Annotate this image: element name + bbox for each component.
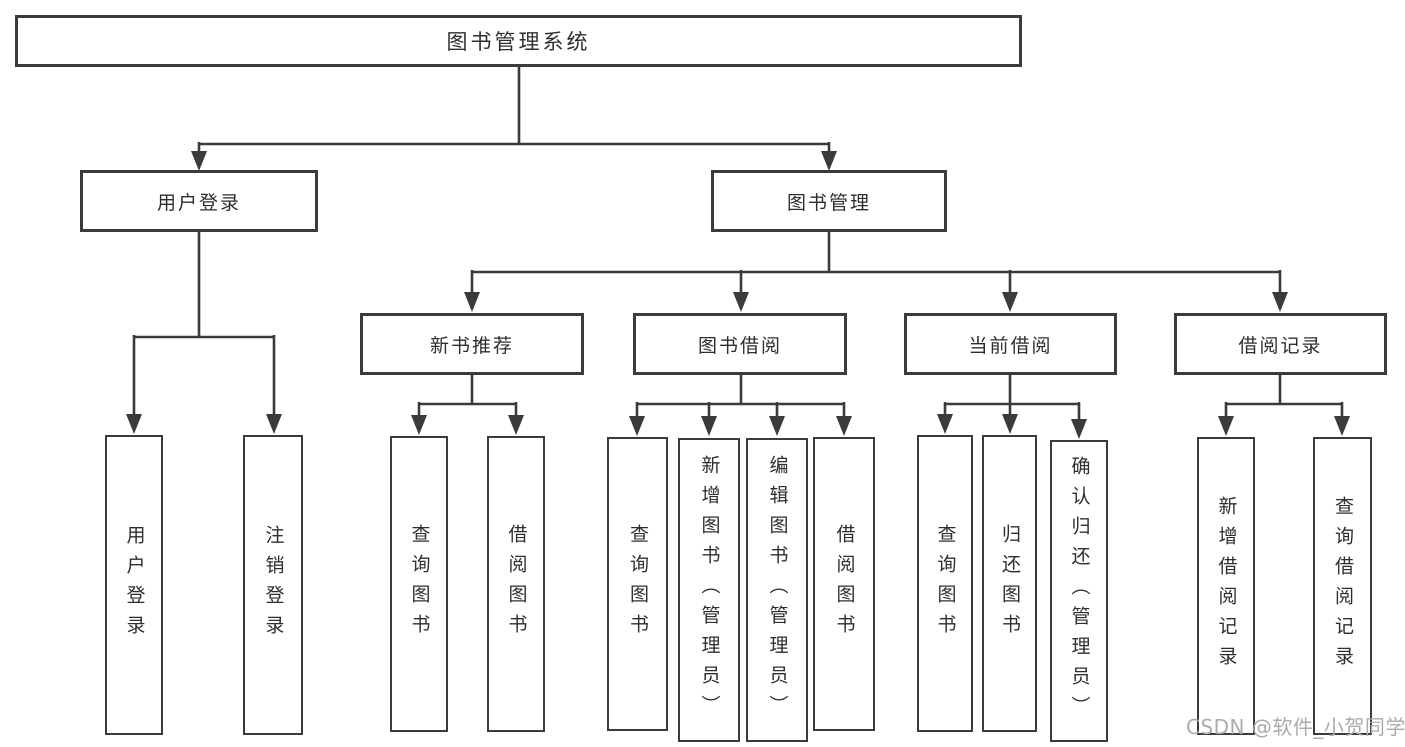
leaf-query-books-borrowing: 查询图书 bbox=[607, 437, 668, 731]
leaf-query-books-recommend: 查询图书 bbox=[390, 436, 448, 732]
arrowhead-icon bbox=[191, 151, 207, 171]
arrowhead-icon bbox=[937, 414, 953, 434]
node-book-borrowing: 图书借阅 bbox=[633, 313, 847, 375]
arrowhead-icon bbox=[701, 416, 717, 436]
arrowhead-icon bbox=[1272, 292, 1288, 312]
connector-book-borrowing-to-leaves bbox=[635, 375, 846, 418]
leaf-return-books: 归还图书 bbox=[982, 435, 1037, 732]
arrowhead-icon bbox=[411, 415, 427, 435]
node-book-management: 图书管理 bbox=[711, 170, 947, 232]
node-label: 新书推荐 bbox=[429, 334, 514, 357]
leaf-label: 归还图书 bbox=[999, 523, 1021, 644]
leaf-label: 借阅图书 bbox=[505, 524, 528, 644]
watermark-text: CSDN @软件_小贺同学 bbox=[1186, 715, 1405, 739]
leaf-borrow-books-borrowing: 借阅图书 bbox=[813, 437, 875, 731]
leaf-borrow-books-recommend: 借阅图书 bbox=[487, 436, 545, 732]
node-label: 图书管理 bbox=[786, 191, 871, 214]
arrowhead-icon bbox=[836, 416, 852, 436]
node-current-borrowing: 当前借阅 bbox=[904, 313, 1117, 375]
arrowhead-icon bbox=[1002, 292, 1018, 312]
node-label: 图书管理系统 bbox=[446, 30, 591, 54]
arrowhead-icon bbox=[1071, 419, 1087, 439]
node-label: 用户登录 bbox=[156, 191, 241, 214]
leaf-edit-book-admin: 编辑图书（管理员） bbox=[746, 438, 808, 742]
arrowhead-icon bbox=[629, 416, 645, 436]
leaf-logout: 注销登录 bbox=[243, 435, 303, 735]
leaf-label: 查询借阅记录 bbox=[1332, 496, 1354, 676]
node-label: 当前借阅 bbox=[968, 334, 1053, 357]
node-label: 借阅记录 bbox=[1238, 334, 1323, 357]
arrowhead-icon bbox=[1334, 416, 1350, 436]
connector-new-book-recommend-to-leaves bbox=[417, 375, 518, 417]
leaf-label: 确认归还（管理员） bbox=[1068, 456, 1091, 726]
connector-root-to-level2 bbox=[197, 67, 831, 154]
connector-user-login-to-leaves bbox=[132, 232, 276, 416]
leaf-label: 查询图书 bbox=[934, 523, 957, 644]
connector-borrowing-records-to-leaves bbox=[1224, 375, 1344, 418]
arrowhead-icon bbox=[733, 292, 749, 312]
node-library-management-system: 图书管理系统 bbox=[15, 15, 1022, 67]
arrowhead-icon bbox=[1002, 414, 1018, 434]
leaf-label: 新增借阅记录 bbox=[1215, 496, 1238, 676]
leaf-label: 编辑图书（管理员） bbox=[766, 455, 789, 725]
node-user-login: 用户登录 bbox=[80, 170, 318, 232]
leaf-label: 查询图书 bbox=[408, 524, 431, 644]
arrowhead-icon bbox=[266, 414, 282, 434]
leaf-label: 新增图书（管理员） bbox=[698, 455, 721, 725]
leaf-query-borrow-record: 查询借阅记录 bbox=[1313, 437, 1372, 735]
node-new-book-recommend: 新书推荐 bbox=[360, 313, 584, 375]
node-label: 图书借阅 bbox=[697, 334, 782, 357]
leaf-add-book-admin: 新增图书（管理员） bbox=[678, 438, 740, 742]
node-borrowing-records: 借阅记录 bbox=[1174, 313, 1387, 375]
leaf-query-books-current: 查询图书 bbox=[917, 435, 973, 732]
leaf-add-borrow-record: 新增借阅记录 bbox=[1197, 437, 1255, 735]
arrowhead-icon bbox=[821, 151, 837, 171]
arrowhead-icon bbox=[1218, 416, 1234, 436]
leaf-confirm-return-admin: 确认归还（管理员） bbox=[1050, 440, 1108, 742]
leaf-label: 查询图书 bbox=[627, 524, 649, 644]
leaf-user-login: 用户登录 bbox=[105, 435, 163, 735]
arrowhead-icon bbox=[769, 416, 785, 436]
connector-book-management-to-level3 bbox=[470, 232, 1282, 296]
leaf-label: 借阅图书 bbox=[833, 524, 856, 644]
connector-current-borrowing-to-leaves bbox=[943, 375, 1081, 420]
arrowhead-icon bbox=[464, 292, 480, 312]
leaf-label: 注销登录 bbox=[262, 525, 285, 645]
arrowhead-icon bbox=[508, 415, 524, 435]
arrowhead-icon bbox=[126, 414, 142, 434]
leaf-label: 用户登录 bbox=[123, 525, 146, 645]
